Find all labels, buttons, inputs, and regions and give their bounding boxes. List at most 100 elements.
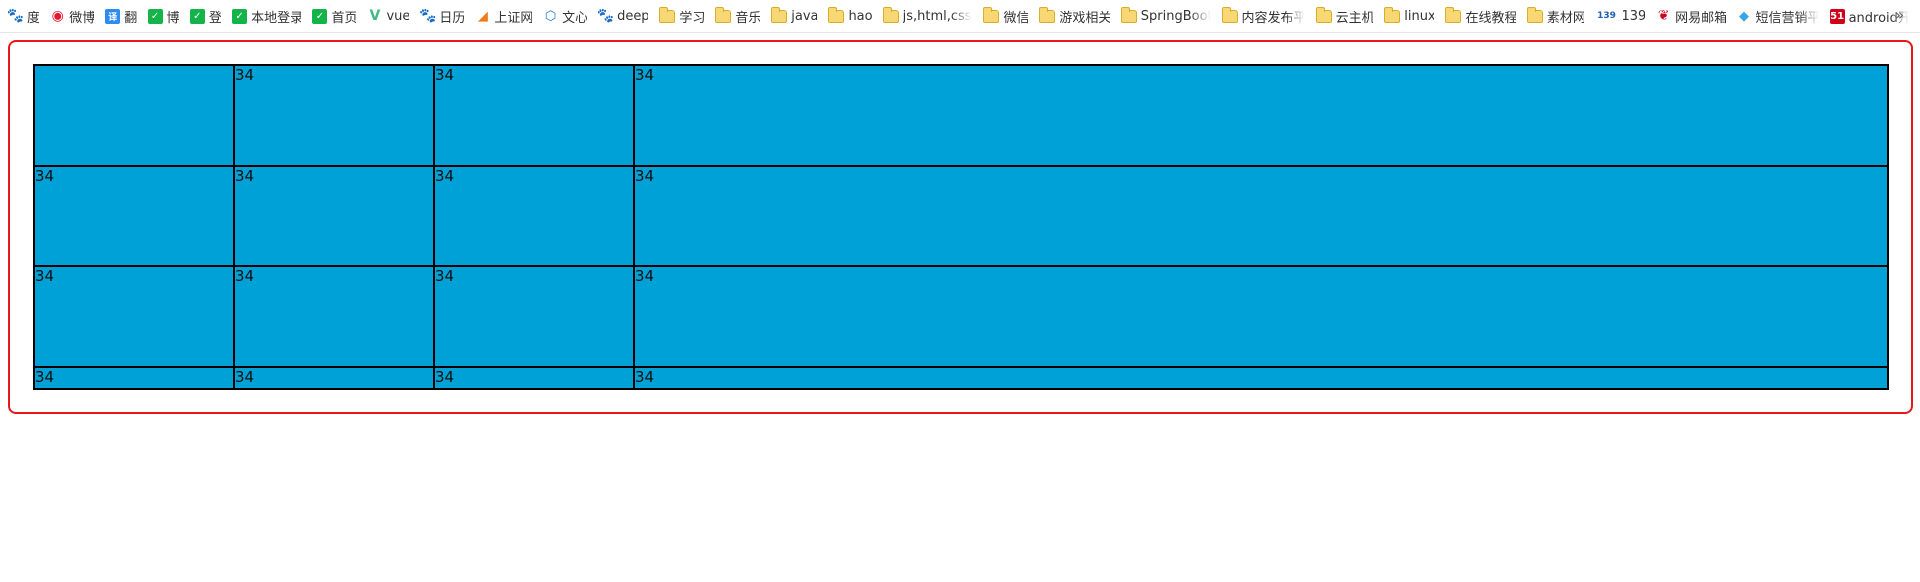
bookmark-item[interactable]: linux — [1384, 5, 1434, 27]
mail-139-icon: 139 — [1597, 11, 1616, 21]
green-check-icon: ✓ — [312, 8, 328, 24]
table-cell: 34 — [633, 164, 1889, 268]
bookmarks-overflow-chevron-icon[interactable]: » — [1894, 6, 1904, 24]
bookmark-item[interactable]: ✓首页 — [312, 5, 356, 27]
folder-icon — [1039, 6, 1056, 23]
table-cell: 34 — [433, 164, 635, 268]
bookmark-item[interactable]: 🐾度 — [8, 5, 39, 27]
bookmark-item[interactable]: ✓博 — [147, 5, 179, 27]
bookmark-label: 云主机 — [1335, 10, 1374, 26]
folder-icon — [1315, 6, 1332, 23]
table-row: 34 34 34 34 — [33, 365, 1889, 391]
bookmark-item[interactable]: ⬡文心 — [543, 5, 587, 27]
table-cell: 34 — [633, 365, 1889, 391]
folder-icon — [771, 6, 788, 23]
flame-icon: ◢ — [477, 8, 488, 24]
bookmark-label: 学习 — [679, 10, 705, 26]
bookmark-label: deep — [617, 8, 649, 24]
bookmark-label: 网易邮箱 — [1675, 10, 1726, 26]
bookmark-item[interactable]: 素材网 — [1526, 5, 1585, 27]
bookmark-item[interactable]: 内容发布平 — [1221, 5, 1305, 27]
bookmark-item[interactable]: 学习 — [659, 5, 704, 27]
bookmark-label: 文心 — [562, 10, 588, 26]
folder-icon — [1526, 6, 1543, 23]
bookmark-item[interactable]: 音乐 — [715, 5, 760, 27]
folder-icon — [1384, 6, 1401, 23]
bookmark-label: js,html,css... — [902, 8, 973, 24]
bookmark-label: 内容发布平 — [1241, 10, 1305, 26]
bookmark-item[interactable]: 139 139 — [1595, 5, 1645, 27]
table-cell: 34 — [433, 365, 635, 391]
table-cell: 34 — [633, 64, 1889, 167]
bookmark-label: 日历 — [439, 10, 465, 26]
translate-icon: 译 — [105, 8, 121, 24]
table-cell: 34 — [33, 265, 235, 368]
paw-icon: 🐾 — [8, 8, 25, 24]
paw-icon: 🐾 — [420, 8, 437, 24]
bookmark-item[interactable]: 🐾deep — [598, 5, 648, 27]
bookmark-item[interactable]: 译翻 — [105, 5, 137, 27]
bookmark-label: 微博 — [69, 10, 95, 26]
site-51-icon: 51 — [1829, 8, 1845, 24]
folder-icon — [715, 6, 732, 23]
table-cell: 34 — [233, 64, 435, 167]
bookmark-item[interactable]: js,html,css... — [882, 5, 973, 27]
table-cell: 34 — [233, 365, 435, 391]
netease-mail-icon: ❦ — [1657, 8, 1670, 24]
bookmark-item[interactable]: hao — [828, 5, 872, 27]
bookmark-label: hao — [848, 8, 872, 24]
table-row: 34 34 34 34 — [33, 164, 1889, 268]
bookmark-label: 本地登录 — [251, 10, 302, 26]
bookmark-label: 博 — [166, 10, 179, 26]
bookmark-item[interactable]: SpringBoot — [1120, 5, 1211, 27]
bookmark-label: 首页 — [331, 10, 357, 26]
bookmark-item[interactable]: 在线教程 — [1445, 5, 1516, 27]
table-cell: 34 — [433, 64, 635, 167]
vue-icon: V — [369, 8, 381, 24]
bookmark-label: 在线教程 — [1465, 10, 1516, 26]
table-row: 34 34 34 34 — [33, 265, 1889, 368]
weibo-icon: ◉ — [51, 8, 64, 24]
folder-icon — [983, 6, 1000, 23]
bookmark-label: vue — [386, 8, 410, 24]
green-check-icon: ✓ — [147, 8, 163, 24]
bookmark-label: 139 — [1621, 8, 1646, 24]
table-cell: 34 — [433, 265, 635, 368]
bookmark-label: 登 — [208, 10, 222, 26]
bookmark-label: 素材网 — [1546, 10, 1585, 26]
bookmark-item[interactable]: 游戏相关 — [1039, 5, 1110, 27]
sms-icon: ◆ — [1739, 8, 1749, 24]
green-check-icon: ✓ — [232, 8, 248, 24]
bookmark-label: 短信营销平 — [1755, 10, 1819, 26]
bookmark-item[interactable]: 🐾日历 — [420, 5, 464, 27]
bookmark-item[interactable]: ◢上证网 — [475, 5, 532, 27]
bookmark-item[interactable]: ◆ 短信营销平 — [1737, 5, 1819, 27]
bookmark-label: android开 — [1848, 10, 1910, 26]
bookmark-item[interactable]: java — [771, 5, 817, 27]
bookmark-item[interactable]: 微信 — [983, 5, 1028, 27]
paw-icon: 🐾 — [598, 8, 615, 24]
red-bordered-container — [8, 40, 1913, 414]
folder-icon — [659, 6, 676, 23]
bookmark-label: 翻 — [124, 10, 137, 26]
folder-icon — [1221, 6, 1238, 23]
bookmark-item[interactable]: ◉ 微博 — [50, 5, 95, 27]
data-grid-table: 34 34 34 34 34 34 34 34 34 34 34 34 34 3… — [33, 64, 1889, 391]
bookmark-item[interactable]: 云主机 — [1315, 5, 1374, 27]
bookmark-label: 微信 — [1003, 10, 1029, 26]
folder-icon — [828, 6, 845, 23]
bookmark-item[interactable]: ✓本地登录 — [232, 5, 301, 27]
bookmark-item[interactable]: ❦ 网易邮箱 — [1656, 5, 1726, 27]
bookmark-label: 游戏相关 — [1059, 10, 1110, 26]
table-cell: 34 — [33, 365, 235, 391]
table-cell: 34 — [233, 265, 435, 368]
folder-icon — [1445, 6, 1462, 23]
folder-icon — [882, 6, 899, 23]
bookmark-item[interactable]: ✓登 — [189, 5, 222, 27]
table-cell — [33, 64, 235, 167]
table-cell: 34 — [33, 164, 235, 268]
bookmark-label: SpringBoot — [1140, 8, 1211, 24]
